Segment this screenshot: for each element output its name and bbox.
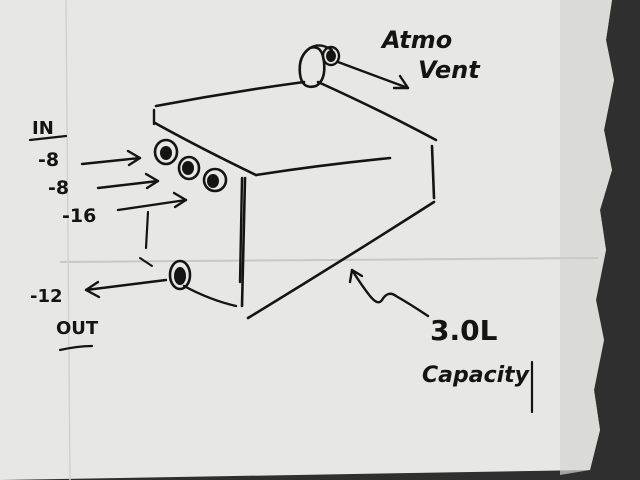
outlet-arrow: [84, 278, 168, 299]
box-top-edge: [154, 80, 306, 108]
inlet-port-1: [153, 138, 179, 166]
box-hidden-edge-tick: [139, 257, 153, 267]
inlet-port-2: [177, 155, 201, 181]
inlet-size-2: -8: [48, 177, 69, 199]
outlet-port: [168, 259, 192, 291]
inlet-size-3: -16: [62, 205, 96, 227]
box-hidden-edge: [144, 210, 150, 250]
in-underline: [28, 134, 68, 142]
capacity-value-label: 3.0L: [430, 314, 498, 347]
box-front-vertical: [240, 176, 247, 308]
box-right-vertical: [430, 144, 436, 200]
box-back-right-edge: [316, 80, 438, 142]
box-front-top-edge: [153, 121, 258, 177]
inlet-port-3: [202, 167, 228, 193]
inlet-arrow-3: [116, 191, 188, 212]
paper-margin-line: [65, 0, 71, 480]
vent-arrow: [336, 60, 410, 90]
out-label: OUT: [56, 318, 99, 339]
box-front-right-top: [254, 156, 392, 177]
paper-shadow: [560, 0, 614, 475]
paper-fold-line: [59, 257, 599, 263]
inlet-size-1: -8: [38, 149, 59, 171]
inlet-arrow-2: [96, 172, 160, 190]
capacity-pointer: [348, 268, 430, 318]
inlet-arrow-1: [80, 149, 142, 167]
out-underline: [58, 344, 94, 352]
paper-sheet: [0, 0, 614, 480]
box-front-left-vertical: [238, 176, 244, 284]
box-bottom-right-edge: [246, 200, 436, 320]
in-label: IN: [32, 118, 54, 139]
capacity-word-label: Capacity: [422, 363, 531, 388]
outlet-size: -12: [30, 286, 63, 307]
atmo-label: Atmo: [380, 26, 452, 54]
outlet-to-box-edge: [182, 284, 238, 308]
vent-fitting: [298, 44, 341, 89]
vent-label: Vent: [418, 56, 481, 84]
